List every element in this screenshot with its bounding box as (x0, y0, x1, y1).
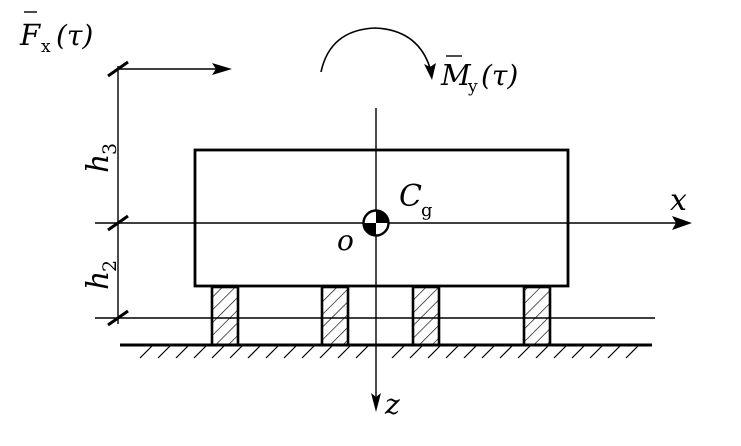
pier-1 (210, 285, 240, 347)
pier-3 (411, 285, 441, 347)
force-subscript: x (41, 37, 51, 57)
support-piers (210, 285, 552, 347)
x-axis-label: x (670, 183, 687, 218)
h3-subscript: 3 (99, 143, 121, 155)
force-argument: (τ) (56, 19, 93, 52)
cg-subscript: g (421, 200, 433, 221)
cg-symbol: C (399, 179, 422, 214)
dimension-tick-middle (107, 214, 129, 232)
h3-label: h 3 (81, 143, 121, 173)
dimension-tick-bottom (107, 309, 129, 327)
h2-subscript: 2 (99, 260, 121, 272)
h3-symbol: h (81, 154, 116, 173)
moment-arrow (320, 27, 436, 80)
ground (120, 343, 652, 359)
z-axis-label: z (384, 388, 400, 421)
pier-2 (320, 285, 350, 347)
center-of-gravity-symbol (362, 209, 390, 237)
x-axis-arrowhead (672, 216, 692, 230)
moment-argument: (τ) (481, 59, 518, 92)
force-arrow (118, 63, 232, 75)
z-axis-arrowhead (371, 393, 381, 412)
ground-hatching (139, 345, 639, 359)
moment-subscript: y (467, 77, 478, 97)
moment-label: M y (τ) (440, 55, 518, 97)
h2-label: h 2 (81, 260, 121, 290)
moment-arrowhead (424, 63, 436, 80)
force-symbol: F (19, 18, 41, 52)
origin-label: o (337, 224, 354, 257)
pier-4 (522, 285, 552, 347)
moment-symbol: M (440, 58, 472, 92)
h2-symbol: h (81, 271, 116, 290)
force-label: F x (τ) (19, 11, 93, 57)
force-arrowhead (212, 63, 232, 75)
z-axis (371, 108, 381, 412)
cg-label: C g (399, 179, 433, 221)
